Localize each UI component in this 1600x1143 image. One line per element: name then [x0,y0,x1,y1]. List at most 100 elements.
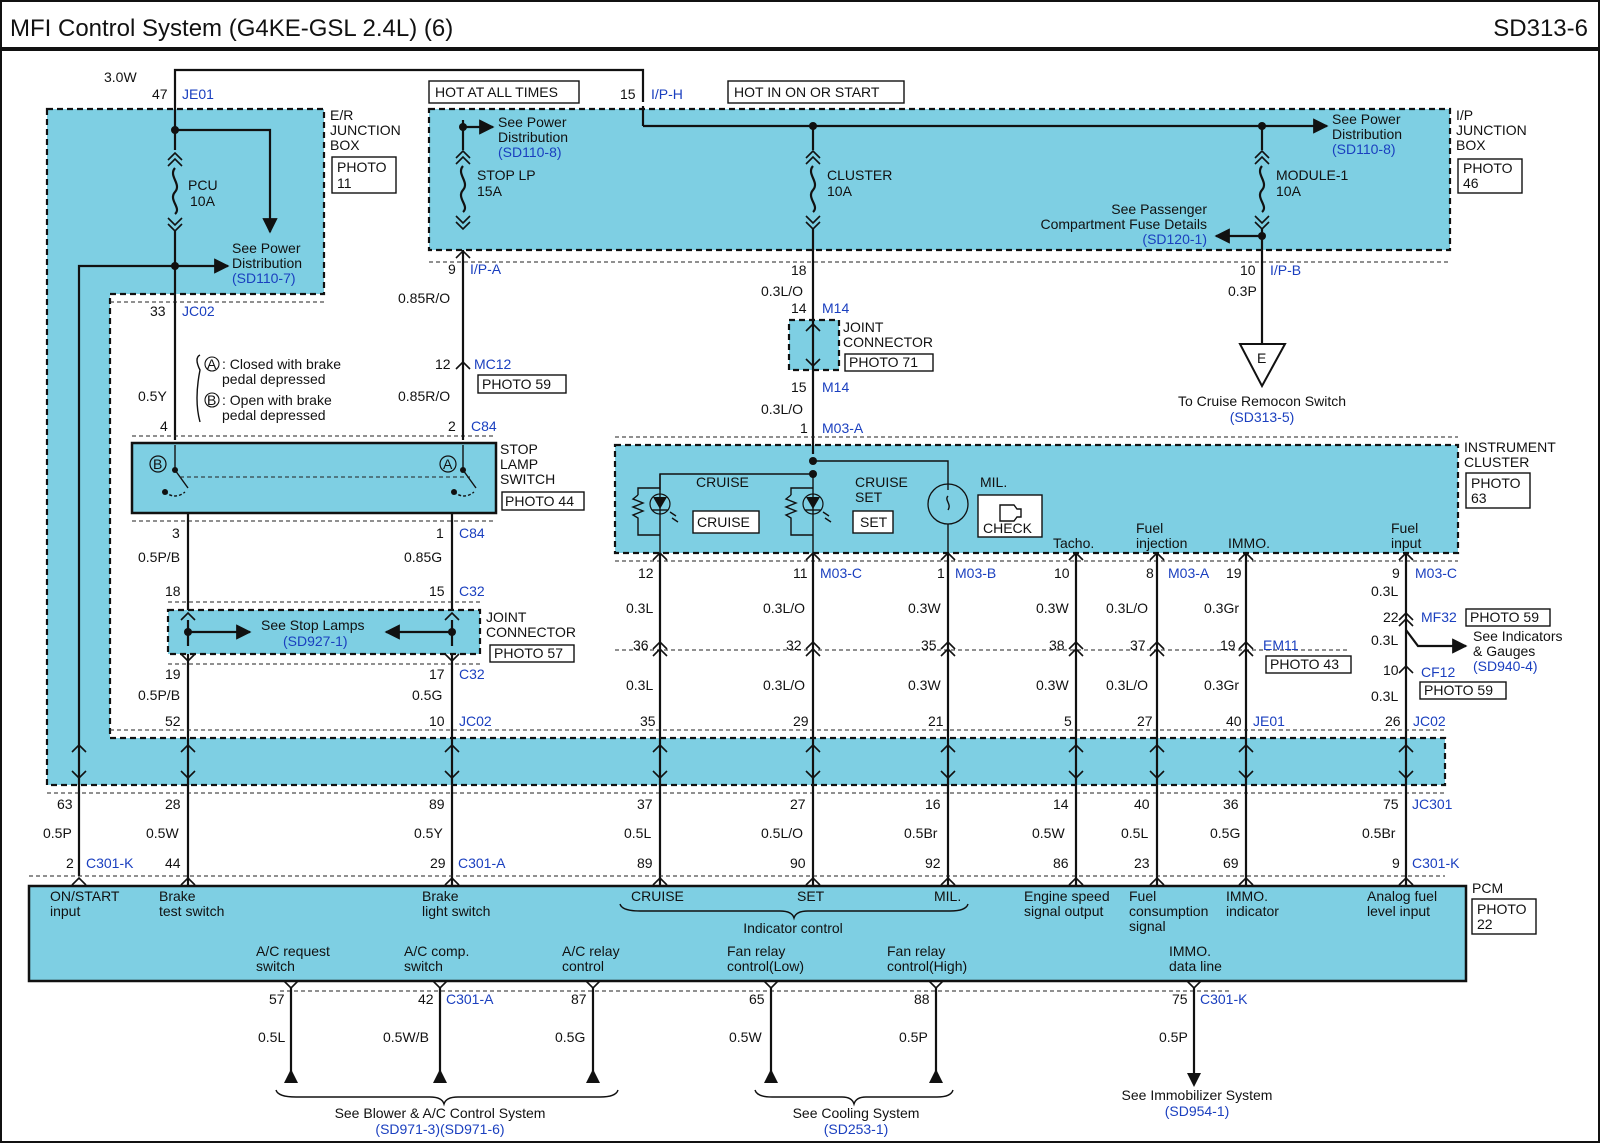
ref-link[interactable]: (SD313-5) [1230,409,1295,425]
wire-color: 0.3L/O [761,283,803,299]
see-immobilizer: See Immobilizer System [1122,1087,1273,1103]
pin-label: 10 [1240,262,1256,278]
pin-label: 40 [1226,713,1242,729]
pcm-pin-immo-indicator: indicator [1226,903,1279,919]
photo-ref: PHOTO [1471,475,1521,491]
ref-link[interactable]: (SD110-7) [232,270,296,286]
wire-color: 0.5P/B [138,687,180,703]
fuse-stop-lp: STOP LP [477,167,536,183]
pcm-output-wires [289,988,1196,1083]
pin-label: 26 [1385,713,1401,729]
pin-label: 3 [172,525,180,541]
photo-ref: PHOTO 59 [1470,609,1539,625]
pin-label: 10 [429,713,445,729]
pcm-pin-onstart: input [50,903,80,919]
set-indicator-text: SET [860,514,888,530]
wire-color: 0.3L/O [763,677,805,693]
pin-label: 38 [1049,637,1065,653]
pin-label: 1 [800,420,808,436]
ref-link[interactable]: (SD971-3)(SD971-6) [375,1121,504,1137]
see-indicators-gauges: See Indicators [1473,628,1563,644]
connector-label: CF12 [1421,664,1455,680]
note-a: A [207,356,217,372]
pin-label: 10 [1383,662,1399,678]
pin-label: 89 [637,855,653,871]
see-power-dist: See Power [498,114,567,130]
joint-connector-label: JOINT [843,319,884,335]
connector-label: JC02 [459,713,492,729]
ref-link[interactable]: (SD253-1) [824,1121,889,1137]
wire-color: 0.5L [1121,825,1148,841]
wire-color: 0.85R/O [398,388,450,404]
pin-label: 44 [165,855,181,871]
pcm-pin-ac-comp: A/C comp. [404,943,469,959]
pin-label: 15 [429,583,445,599]
pcm-input-wires [186,740,1408,886]
wire-color: 0.3L [626,677,653,693]
fuel-input-label: Fuel [1391,520,1418,536]
pcm-pin-engine-speed: signal output [1024,903,1104,919]
pin-label: 5 [1064,713,1072,729]
fuse-cluster: CLUSTER [827,167,892,183]
cruise-lamp-label: CRUISE [696,474,749,490]
ip-box-label: JUNCTION [1456,122,1527,138]
photo-ref: PHOTO [1463,160,1513,176]
pin-label: 2 [448,418,456,434]
connector-label: M14 [822,300,849,316]
pin-label: 21 [928,713,944,729]
wire-color: 0.3L [1371,583,1398,599]
pin-label: 23 [1134,855,1150,871]
ref-link[interactable]: (SD927-1) [283,633,348,649]
pcm-pin-fan-high: Fan relay [887,943,945,959]
pcm-pin-ac-relay: control [562,958,604,974]
wire-color: 0.3W [908,600,941,616]
pin-label: 29 [430,855,446,871]
pcm-pin-ac-request: switch [256,958,295,974]
connector-label: I/P-B [1270,262,1301,278]
ref-link[interactable]: (SD954-1) [1165,1103,1230,1119]
pcm-pin-ac-request: A/C request [256,943,330,959]
ref-link[interactable]: (SD940-4) [1473,658,1538,674]
ip-box-label: I/P [1456,107,1473,123]
stop-lamp-switch-region [130,441,498,515]
pin-label: 52 [165,713,181,729]
photo-ref: PHOTO 57 [494,645,563,661]
ref-link[interactable]: (SD120-1) [1142,231,1207,247]
fuse-pcu: PCU [188,177,218,193]
note-b: B [207,392,216,408]
wire-color: 0.5P [899,1029,928,1045]
pcm-pin-fan-low: Fan relay [727,943,785,959]
connector-label: C301-K [86,855,134,871]
hot-at-all-times: HOT AT ALL TIMES [435,84,558,100]
see-power-dist: See Power [1332,111,1401,127]
wire-color: 0.3W [908,677,941,693]
pcm-pin-engine-speed: Engine speed [1024,888,1110,904]
pin-label: 63 [57,796,73,812]
pcm-pin-immo-data: IMMO. [1169,943,1211,959]
wire-color: 0.5Y [138,388,167,404]
hot-at-all-times-box [428,80,580,104]
pcm-region [27,884,1468,983]
pin-label: 11 [793,565,808,581]
connector-e: E [1257,350,1266,366]
pcm-indicator-control: Indicator control [743,920,843,936]
pcm-pin-fuel-consumption: Fuel [1129,888,1156,904]
connector-label: M03-A [1168,565,1210,581]
fuel-injection-label: Fuel [1136,520,1163,536]
connector-label: MF32 [1421,609,1457,625]
pin-label: 75 [1172,991,1188,1007]
cluster-label: CLUSTER [1464,454,1529,470]
photo-ref: 63 [1471,490,1487,506]
connector-label: JC301 [1412,796,1453,812]
pin-label: 40 [1134,796,1150,812]
wire-color: 0.5G [1210,825,1240,841]
switch-a-mark: A [443,456,453,472]
mil-label: MIL. [980,474,1007,490]
connector-label: C301-A [458,855,506,871]
ref-link[interactable]: (SD110-8) [1332,141,1396,157]
cruise-set-label: CRUISE [855,474,908,490]
pin-label: 36 [633,637,649,653]
ref-link[interactable]: (SD110-8) [498,144,562,160]
connector-label: C84 [459,525,485,541]
pin-label: 36 [1223,796,1239,812]
